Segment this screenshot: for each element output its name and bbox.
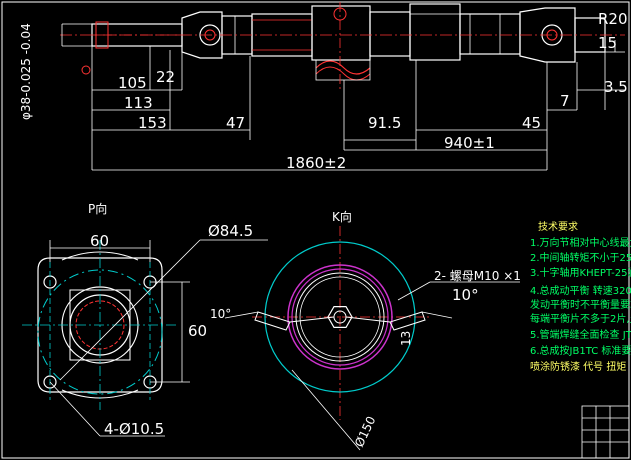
view-k-angle-left: 10° [210, 307, 231, 321]
dim-1860: 1860±2 [286, 154, 346, 172]
dimension-lines [92, 51, 625, 171]
view-k-dim-13: 13 [399, 331, 413, 346]
view-p-dim-60-side: 60 [188, 322, 207, 340]
dim-91-5: 91.5 [368, 114, 401, 132]
view-p: P向 60 60 Ø84.5 4-Ø10.5 [22, 201, 268, 438]
note-line-7: 5.管端焊缝全面检查 JT06 [530, 328, 631, 341]
note-line-6: 每端平衡片不多于2片,允许 [530, 312, 631, 325]
dim-phi38: φ38-0.025 -0.04 [19, 23, 33, 120]
dim-7: 7 [560, 92, 570, 110]
view-k-title: K向 [332, 209, 352, 224]
dim-3-5: 3.5 [604, 78, 628, 96]
view-p-title: P向 [88, 201, 107, 216]
view-k-angle-right: 10° [452, 286, 479, 304]
dim-r20: R20 [598, 10, 628, 28]
title-block [581, 405, 630, 459]
technical-notes: 技术要求 1.万向节相对中心线最大摆角 2.中间轴转矩不小于25-440 3.十… [530, 220, 631, 373]
note-line-5: 发动平衡时不平衡量要求小于 [530, 298, 631, 311]
note-line-1: 1.万向节相对中心线最大摆角 [530, 236, 631, 249]
dim-940: 940±1 [444, 134, 495, 152]
note-line-3: 3.十字轴用KHEPT-25润滑 [530, 266, 631, 279]
view-k-nut-label: 2- 螺母M10 ×1 [434, 269, 521, 283]
notes-title: 技术要求 [538, 220, 578, 233]
dim-47: 47 [226, 114, 245, 132]
note-line-2: 2.中间轴转矩不小于25-440 [530, 251, 631, 264]
dim-45: 45 [522, 114, 541, 132]
view-p-dim-60-top: 60 [90, 232, 109, 250]
view-k: K向 2- 螺母M10 ×1 10° 10° 13 Ø150 [210, 209, 521, 451]
note-line-9: 喷涂防锈漆 代号 扭矩 [530, 360, 626, 373]
view-k-dim-phi150: Ø150 [352, 414, 378, 449]
shaft-assembly [60, 2, 625, 170]
dim-15: 15 [598, 34, 617, 52]
dim-113: 113 [124, 94, 153, 112]
dimension-texts: 105 22 113 153 47 91.5 940±1 45 7 3.5 18… [19, 10, 628, 172]
dim-105: 105 [118, 74, 147, 92]
dim-153: 153 [138, 114, 167, 132]
view-p-dim-holes: 4-Ø10.5 [104, 420, 164, 438]
note-line-8: 6.总成按JB1TC 标准要求 [530, 344, 631, 357]
dim-22: 22 [156, 68, 175, 86]
view-p-dim-phi84: Ø84.5 [208, 222, 253, 240]
note-line-4: 4.总成动平衡 转速3200r/ [530, 284, 631, 297]
